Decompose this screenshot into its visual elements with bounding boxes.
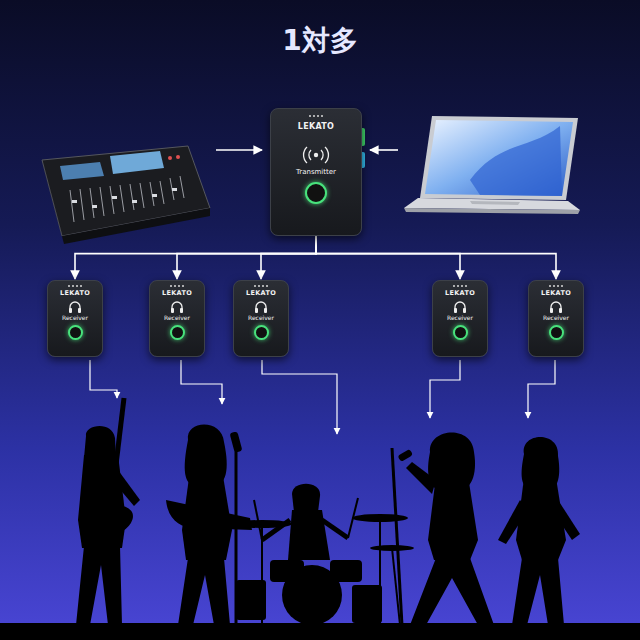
status-dot: [178, 285, 180, 287]
mixer-illustration: [42, 146, 210, 244]
device-label: Receiver: [248, 315, 274, 322]
status-dot: [76, 285, 78, 287]
status-dots: [453, 285, 467, 287]
status-dot: [453, 285, 455, 287]
brand-label: LEKATO: [298, 122, 334, 131]
status-dot: [465, 285, 467, 287]
leader-line: [90, 360, 555, 434]
connector-arrow: [316, 236, 460, 279]
device-label: Transmitter: [296, 168, 336, 176]
headphone-icon: [170, 301, 184, 313]
status-dot: [321, 115, 323, 117]
status-dot: [561, 285, 563, 287]
power-button: [305, 182, 327, 204]
power-button: [453, 325, 468, 340]
status-dot: [68, 285, 70, 287]
status-dots: [170, 285, 184, 287]
device-label: Receiver: [447, 315, 473, 322]
headphone-icon: [453, 301, 467, 313]
brand-label: LEKATO: [445, 290, 475, 297]
laptop-illustration: [404, 116, 580, 214]
connector-arrow: [75, 236, 316, 279]
device-label: Receiver: [543, 315, 569, 322]
brand-label: LEKATO: [246, 290, 276, 297]
status-dots: [549, 285, 563, 287]
brand-label: LEKATO: [60, 290, 90, 297]
connector-arrow: [177, 236, 316, 279]
status-dot: [254, 285, 256, 287]
receiver-device: LEKATO Receiver: [233, 280, 289, 357]
power-button: [254, 325, 269, 340]
connector-arrow: [316, 236, 556, 279]
status-dot: [557, 285, 559, 287]
receiver-device: LEKATO Receiver: [528, 280, 584, 357]
headphone-icon: [254, 301, 268, 313]
receiver-device: LEKATO Receiver: [149, 280, 205, 357]
status-dot: [258, 285, 260, 287]
device-label: Receiver: [62, 315, 88, 322]
status-dot: [80, 285, 82, 287]
status-dot: [72, 285, 74, 287]
status-dot: [549, 285, 551, 287]
status-dot: [457, 285, 459, 287]
brand-label: LEKATO: [162, 290, 192, 297]
receiver-device: LEKATO Receiver: [432, 280, 488, 357]
device-label: Receiver: [164, 315, 190, 322]
diagram-title: 1対多: [0, 22, 640, 60]
status-dot: [309, 115, 311, 117]
status-dots: [68, 285, 82, 287]
status-dot: [170, 285, 172, 287]
status-dot: [262, 285, 264, 287]
status-dot: [266, 285, 268, 287]
status-dot: [313, 115, 315, 117]
brand-label: LEKATO: [541, 290, 571, 297]
power-button: [549, 325, 564, 340]
status-dots: [309, 115, 323, 117]
status-dot: [317, 115, 319, 117]
headphone-icon: [68, 301, 82, 313]
status-dot: [174, 285, 176, 287]
status-dots: [254, 285, 268, 287]
receiver-device: LEKATO Receiver: [47, 280, 103, 357]
band-silhouette: [0, 398, 640, 640]
power-button: [68, 325, 83, 340]
power-button: [170, 325, 185, 340]
status-dot: [553, 285, 555, 287]
headphone-icon: [549, 301, 563, 313]
wireless-icon: [303, 147, 329, 163]
connector-arrow: [261, 236, 316, 279]
status-dot: [461, 285, 463, 287]
transmitter-device: LEKATO Transmitter: [270, 108, 362, 236]
status-dot: [182, 285, 184, 287]
